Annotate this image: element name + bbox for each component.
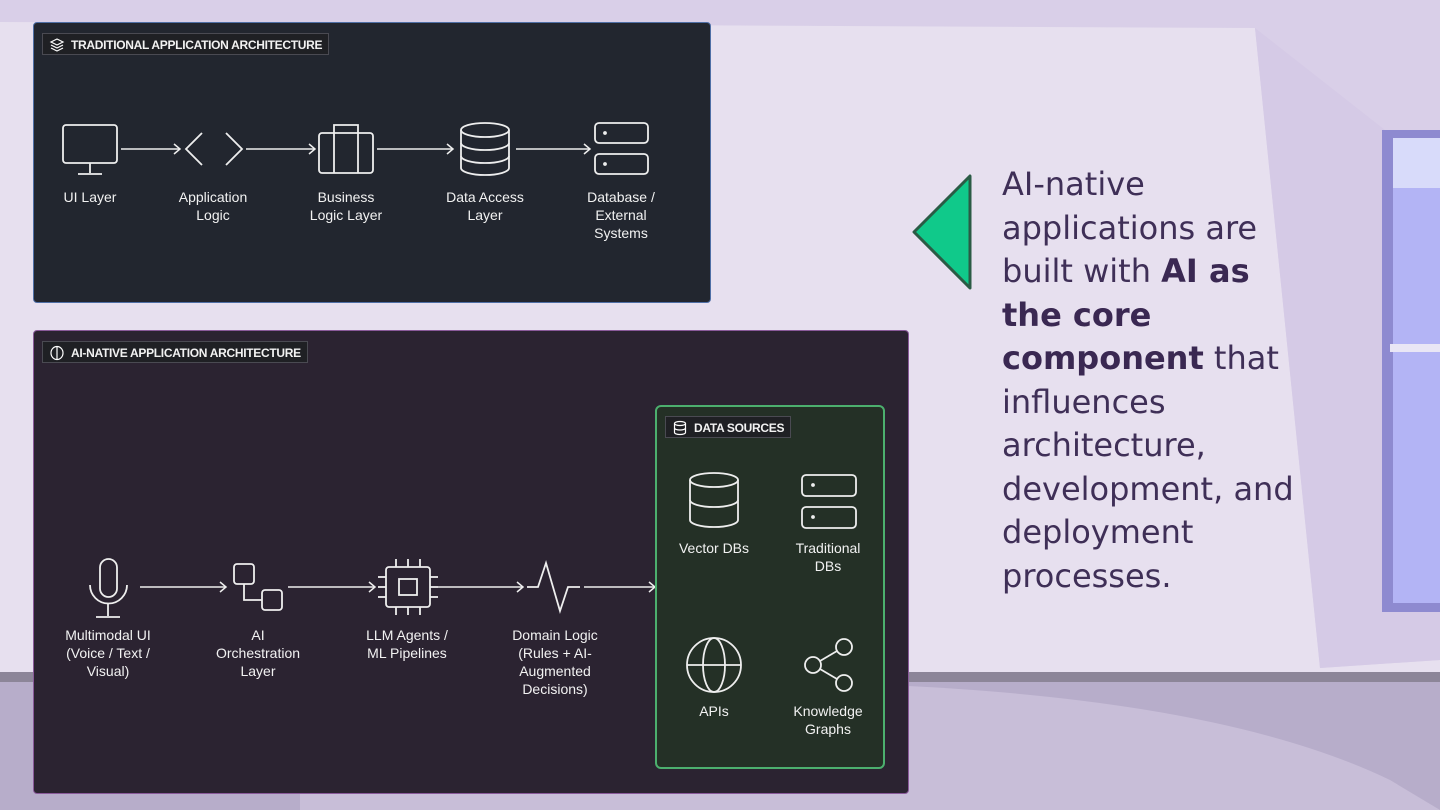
step-domain-logic: Domain Logic (Rules + AI- Augmented Deci…: [512, 627, 598, 697]
ai-arrow-4: [584, 581, 657, 593]
step-multimodal-ui: Multimodal UI (Voice / Text / Visual): [65, 627, 151, 679]
arrow-4: [516, 143, 592, 155]
arrow-2: [246, 143, 317, 155]
brain-icon: [50, 345, 64, 361]
source-knowledge-graphs: Knowledge Graphs: [793, 703, 863, 737]
traditional-architecture-title: TRADITIONAL APPLICATION ARCHITECTURE: [71, 38, 323, 52]
code-icon: [184, 132, 244, 166]
data-sources-tag: DATA SOURCES: [665, 416, 792, 438]
callout-text: AI-native applications are built with AI…: [1002, 163, 1302, 598]
traditional-architecture-tag: TRADITIONAL APPLICATION ARCHITECTURE: [42, 33, 330, 55]
layers-icon: [49, 38, 65, 52]
pointer-triangle: [912, 174, 972, 290]
step-business-logic: Business Logic Layer: [309, 189, 383, 223]
globe-icon: [686, 637, 742, 693]
callout-text-bold: AI as the core component: [1002, 252, 1250, 377]
step-application-logic: Application Logic: [178, 189, 248, 223]
data-sources-box: DATA SOURCES Vector DBs Traditional DBs: [655, 405, 885, 769]
monitor-icon: [62, 124, 118, 175]
share-graph-icon: [804, 638, 853, 692]
server-icon: [594, 122, 649, 175]
source-traditional-dbs: Traditional DBs: [795, 540, 861, 574]
briefcase-icon: [318, 124, 374, 174]
ai-native-architecture-title: AI-NATIVE APPLICATION ARCHITECTURE: [71, 346, 301, 360]
step-ai-orchestration: AI Orchestration Layer: [215, 627, 301, 679]
workflow-icon: [233, 563, 283, 611]
database-icon: [460, 122, 510, 176]
traditional-flow-diagram: [62, 122, 649, 176]
activity-pulse-icon: [527, 559, 580, 615]
data-sources-title: DATA SOURCES: [694, 421, 785, 435]
microphone-icon: [89, 558, 128, 618]
traditional-db-icon: [801, 474, 857, 529]
arrow-1: [121, 143, 182, 155]
database-small-icon: [673, 420, 687, 436]
traditional-architecture-panel: TRADITIONAL APPLICATION ARCHITECTURE: [33, 22, 711, 303]
callout-text-after: that influences architecture, developmen…: [1002, 339, 1294, 595]
ai-arrow-3: [438, 581, 525, 593]
ai-native-architecture-tag: AI-NATIVE APPLICATION ARCHITECTURE: [42, 341, 308, 363]
ai-arrow-1: [140, 581, 228, 593]
vector-db-icon: [689, 472, 739, 528]
step-ui-layer: UI Layer: [63, 189, 117, 205]
step-data-access: Data Access Layer: [446, 189, 524, 223]
source-apis: APIs: [699, 703, 729, 719]
step-database: Database / External Systems: [587, 189, 655, 241]
arrow-3: [377, 143, 455, 155]
callout-text-before: AI-native applications are built with: [1002, 165, 1258, 290]
step-llm-agents: LLM Agents / ML Pipelines: [366, 627, 448, 661]
ai-arrow-2: [288, 581, 377, 593]
cpu-chip-icon: [378, 559, 438, 615]
source-vector-dbs: Vector DBs: [678, 540, 750, 556]
